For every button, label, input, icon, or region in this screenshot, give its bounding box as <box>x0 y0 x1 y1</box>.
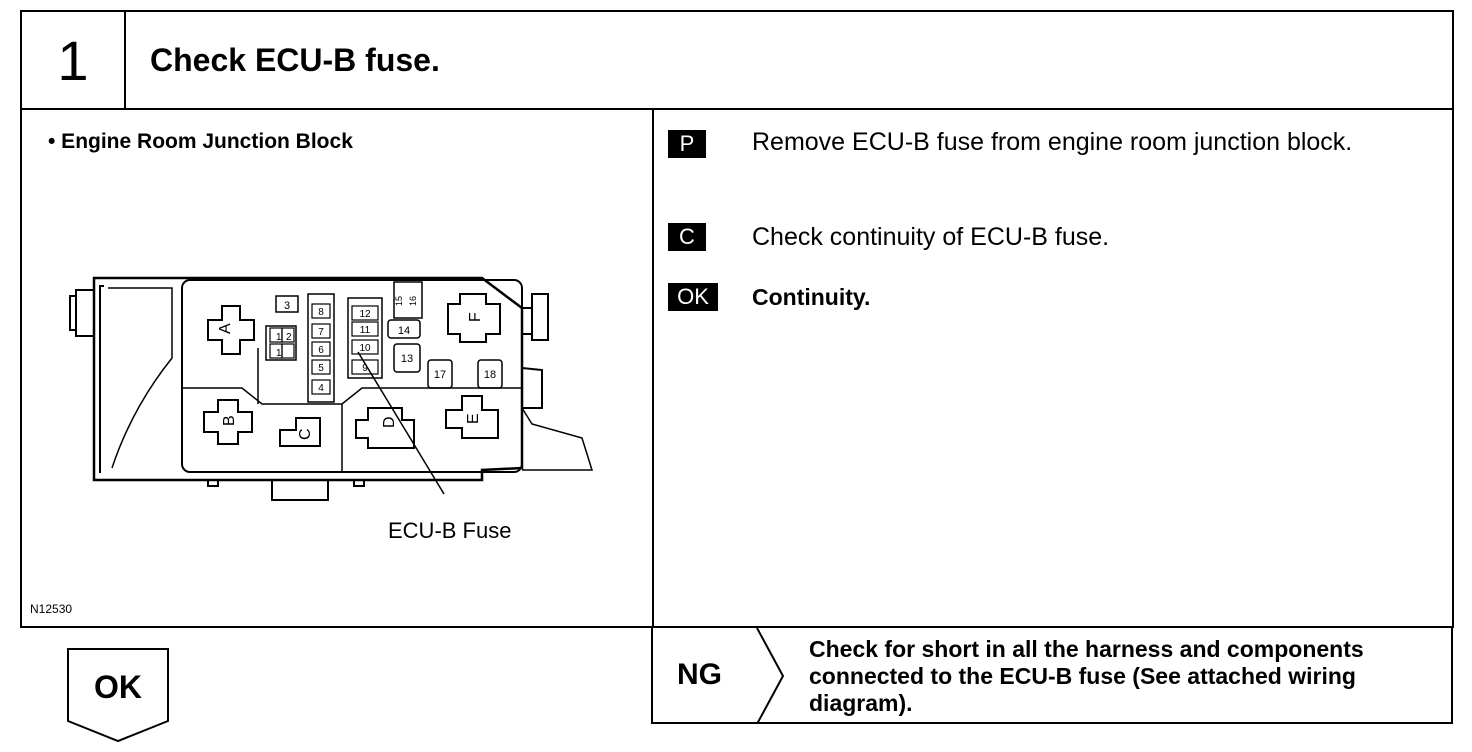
fuse-7-label: 7 <box>318 327 324 338</box>
fuse-4-label: 4 <box>318 383 324 394</box>
fuse-8-label: 8 <box>318 307 324 318</box>
ok-arrow-shape <box>67 648 169 743</box>
fuse-9-label: 9 <box>362 363 368 374</box>
fuse-10-label: 10 <box>359 343 371 354</box>
instruction-check: Check continuity of ECU-B fuse. <box>752 223 1110 251</box>
fuse-17-label: 17 <box>434 369 446 381</box>
instructions-panel: P Remove ECU-B fuse from engine room jun… <box>652 108 1454 628</box>
ng-instruction: Check for short in all the harness and c… <box>809 636 1364 716</box>
instruction-prepare: Remove ECU-B fuse from engine room junct… <box>752 128 1353 156</box>
ecu-b-fuse-callout: ECU-B Fuse <box>388 518 512 543</box>
relay-e-label: E <box>465 413 482 424</box>
fuse-5-label: 5 <box>318 363 324 374</box>
relay-f-label: F <box>467 312 484 322</box>
fuse-18-label: 18 <box>484 369 496 381</box>
relay-a-label: A <box>217 323 234 334</box>
ok-button[interactable]: OK <box>66 647 170 743</box>
figure-panel: • Engine Room Junction Block A B C <box>20 108 654 628</box>
check-tag: C <box>668 223 706 251</box>
step-title: Check ECU-B fuse. <box>150 42 440 78</box>
fuse-11-label: 11 <box>360 325 371 336</box>
fuse-12-label: 12 <box>359 309 371 320</box>
fuse-15-label: 15 <box>394 296 404 306</box>
fuse-1-label: 1 <box>276 348 282 359</box>
junction-block-diagram: A B C D E F 3 1 1 2 8 7 6 <box>69 276 594 501</box>
figure-id: N12530 <box>30 602 73 616</box>
fuse-2-label: 2 <box>286 332 292 343</box>
relay-c-label: C <box>297 428 314 440</box>
fuse-6-label: 6 <box>318 345 324 356</box>
ok-tag: OK <box>668 283 718 311</box>
fuse-1b-label: 1 <box>276 332 282 343</box>
fuse-13-label: 13 <box>401 353 413 365</box>
prepare-tag: P <box>668 130 706 158</box>
fuse-14-label: 14 <box>398 325 410 337</box>
instruction-ok: Continuity. <box>752 284 871 310</box>
figure-title: • Engine Room Junction Block <box>48 130 353 153</box>
relay-b-label: B <box>221 415 238 426</box>
ng-chevron-icon <box>756 628 785 724</box>
fuse-3-label: 3 <box>284 300 290 312</box>
callout-leader-line <box>357 351 445 495</box>
ng-label: NG <box>677 658 722 691</box>
step-header: 1 Check ECU-B fuse. <box>20 10 1454 110</box>
ng-result-box[interactable]: NG Check for short in all the harness an… <box>651 626 1453 724</box>
relay-d-label: D <box>381 416 398 428</box>
fuse-16-label: 16 <box>408 296 418 306</box>
ok-button-label: OK <box>94 669 142 705</box>
step-number: 1 <box>22 12 126 108</box>
